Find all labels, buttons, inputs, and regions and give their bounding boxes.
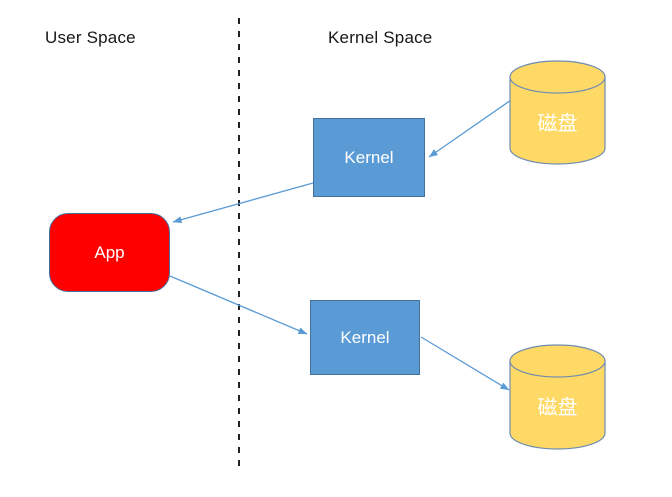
node-kernel-top[interactable]: Kernel xyxy=(313,118,425,197)
cylinder-shape-icon xyxy=(509,60,606,165)
node-kernel-bottom-label: Kernel xyxy=(340,328,390,347)
arrow-kernel-bottom-to-disk-bottom xyxy=(420,336,510,391)
kernel-space-label: Kernel Space xyxy=(328,28,433,47)
arrow-app-to-kernel-bottom xyxy=(169,275,308,335)
cylinder-shape-icon xyxy=(509,344,606,450)
node-disk-top[interactable]: 磁盘 xyxy=(509,60,606,165)
arrow-kernel-top-to-app xyxy=(172,182,314,224)
arrow-disk-top-to-kernel-top xyxy=(428,97,515,158)
user-space-label: User Space xyxy=(45,28,136,47)
node-app-label: App xyxy=(94,243,125,262)
node-kernel-bottom[interactable]: Kernel xyxy=(310,300,420,375)
node-app[interactable]: App xyxy=(49,213,170,292)
node-kernel-top-label: Kernel xyxy=(344,148,394,167)
node-disk-bottom[interactable]: 磁盘 xyxy=(509,344,606,450)
